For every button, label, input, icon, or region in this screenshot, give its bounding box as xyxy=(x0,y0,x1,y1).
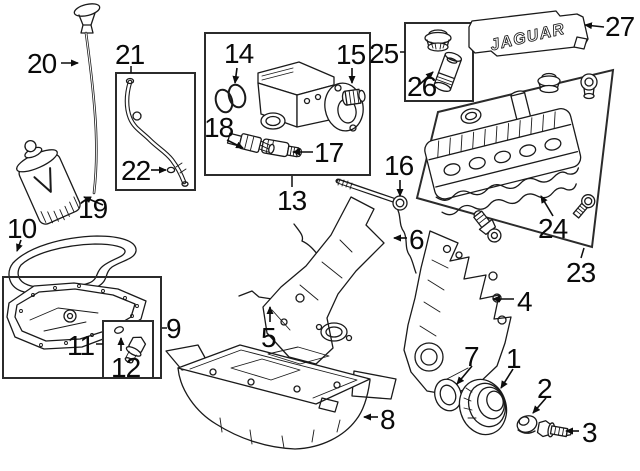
seal-ring-art xyxy=(460,108,482,124)
upper-oil-pan-art xyxy=(165,344,397,450)
callout-8[interactable]: 8 xyxy=(380,404,396,435)
callout-21[interactable]: 21 xyxy=(115,39,145,70)
arrow-18 xyxy=(226,139,244,149)
callout-24[interactable]: 24 xyxy=(538,213,568,244)
crank-pulley-art xyxy=(458,378,508,436)
valve-cover-gasket-art xyxy=(441,183,577,216)
oil-cap-art xyxy=(537,72,561,94)
arrow-10 xyxy=(16,239,23,252)
engine-cover-art: JAGUAR xyxy=(468,10,589,57)
arrow-1 xyxy=(500,368,514,389)
callout-4[interactable]: 4 xyxy=(517,286,533,317)
arrow-2 xyxy=(532,397,547,414)
valve-cover-bolt-art xyxy=(572,194,596,219)
callout-20[interactable]: 20 xyxy=(27,48,57,79)
valve-cover-art xyxy=(424,90,582,216)
callout-7[interactable]: 7 xyxy=(464,341,480,372)
arrow-19 xyxy=(83,196,104,206)
arrow-14 xyxy=(232,67,240,84)
callout-26[interactable]: 26 xyxy=(407,71,437,102)
pulley-washer-art xyxy=(516,415,538,434)
arrow-26 xyxy=(418,71,434,86)
oil-pan-gasket-art xyxy=(8,235,137,296)
callout-15[interactable]: 15 xyxy=(336,39,366,70)
grommet-art xyxy=(580,73,598,100)
dipstick-art xyxy=(73,3,101,195)
callout-9[interactable]: 9 xyxy=(166,313,182,344)
plug-fitting-art xyxy=(341,88,366,106)
callout-16[interactable]: 16 xyxy=(384,150,414,181)
callout-1[interactable]: 1 xyxy=(506,343,522,374)
oil-filter-art xyxy=(16,139,81,225)
arrow-27 xyxy=(584,22,605,30)
timing-cover-right-art xyxy=(403,230,512,396)
filler-cap-art xyxy=(424,29,452,52)
callout-18[interactable]: 18 xyxy=(204,112,234,143)
gasket-strand-6 xyxy=(395,205,417,274)
arrow-24 xyxy=(540,195,554,217)
callout-5[interactable]: 5 xyxy=(261,322,277,353)
stud-bolt-art xyxy=(335,178,408,211)
callout-10[interactable]: 10 xyxy=(7,213,37,244)
crank-bolt-art xyxy=(536,420,572,438)
crank-seal-art xyxy=(434,378,462,412)
leader-23 xyxy=(580,247,585,259)
callout-6[interactable]: 6 xyxy=(409,224,425,255)
callout-27[interactable]: 27 xyxy=(605,11,635,42)
dipstick-tube-art xyxy=(124,77,189,187)
drain-plug-art xyxy=(113,326,147,364)
callout-14[interactable]: 14 xyxy=(224,38,254,69)
callout-22[interactable]: 22 xyxy=(121,155,151,186)
timing-cover-left-art xyxy=(262,196,385,365)
callout-13[interactable]: 13 xyxy=(277,185,307,216)
filler-tube-art xyxy=(433,51,463,92)
tube-o-ring-art xyxy=(166,166,176,174)
callout-12[interactable]: 12 xyxy=(111,352,141,383)
callout-25[interactable]: 25 xyxy=(369,38,399,69)
callout-11[interactable]: 11 xyxy=(67,330,95,361)
callout-3[interactable]: 3 xyxy=(582,417,598,448)
callout-2[interactable]: 2 xyxy=(537,373,553,404)
callout-17[interactable]: 17 xyxy=(314,137,344,168)
callout-23[interactable]: 23 xyxy=(566,257,596,288)
callout-19[interactable]: 19 xyxy=(78,193,108,224)
o-rings-art xyxy=(214,83,247,114)
oil-pan-group-box xyxy=(2,276,162,379)
arrow-7 xyxy=(456,365,473,385)
spark-plug-art xyxy=(473,210,502,243)
